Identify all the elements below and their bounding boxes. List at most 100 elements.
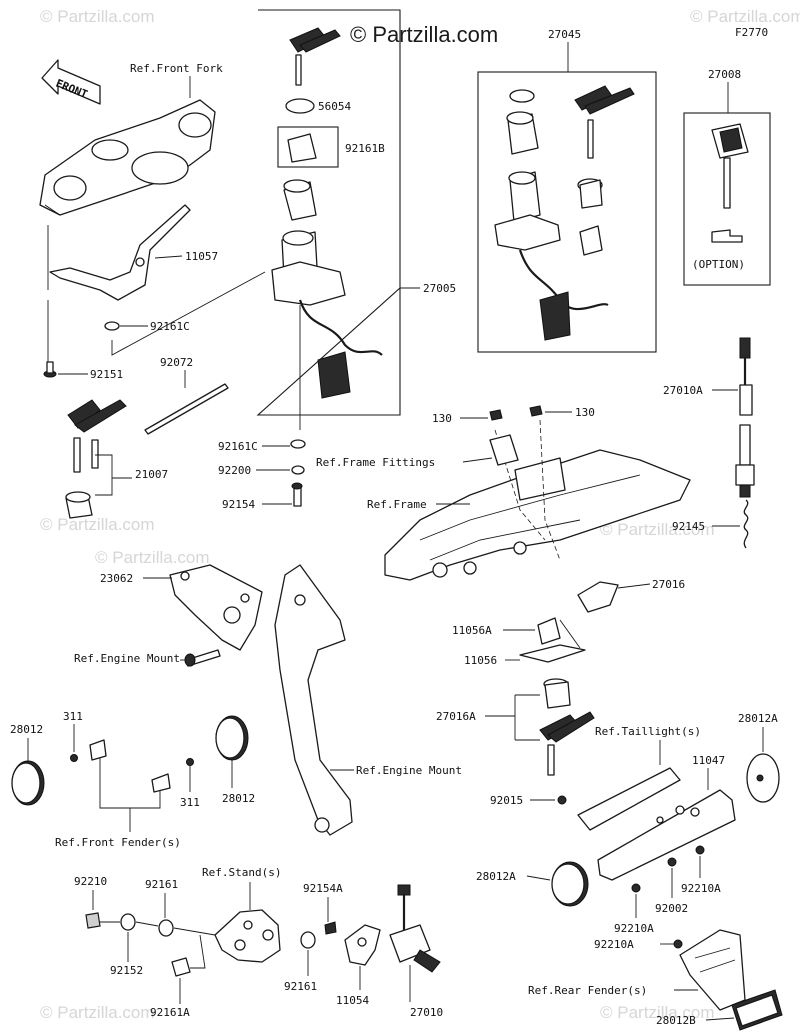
label-11056a: 11056A — [452, 624, 492, 637]
washer-92152 — [120, 913, 136, 931]
label-92072: 92072 — [160, 356, 193, 369]
watermark-text: © Partzilla.com — [40, 1003, 155, 1022]
nut-92210a — [631, 883, 641, 893]
label-130-right: 130 — [575, 406, 595, 419]
screw-92154a — [324, 921, 337, 935]
leader-line — [111, 271, 266, 356]
bolt-92151 — [43, 361, 57, 378]
leader-line — [179, 934, 206, 1004]
label-11054: 11054 — [336, 994, 369, 1007]
leader-line — [462, 457, 493, 463]
label-ref-front-fenders: Ref.Front Fender(s) — [55, 836, 181, 849]
label-92015: 92015 — [490, 794, 523, 807]
stud-front — [89, 739, 107, 761]
switch-11056 — [519, 617, 586, 663]
label-92145: 92145 — [672, 520, 705, 533]
label-ref-stands: Ref.Stand(s) — [202, 866, 281, 879]
stud-rear — [151, 773, 171, 793]
label-27016a: 27016A — [436, 710, 476, 723]
reflector-28012-center — [215, 715, 249, 761]
label-option: (OPTION) — [692, 258, 745, 271]
label-92161c-mid: 92161C — [218, 440, 258, 453]
nut-311 — [186, 758, 194, 766]
nut-92210a — [673, 939, 683, 949]
washer-92161 — [158, 919, 174, 937]
label-27005: 27005 — [423, 282, 456, 295]
label-27045: 27045 — [548, 28, 581, 41]
bolts-130 — [489, 405, 543, 421]
label-ref-frame-fittings: Ref.Frame Fittings — [316, 456, 435, 469]
front-arrow-icon: FRONT — [41, 59, 101, 105]
label-92161a: 92161A — [150, 1006, 190, 1019]
engine-mount-arm — [274, 564, 353, 836]
label-28012-left: 28012 — [10, 723, 43, 736]
ignition-group-27005 — [256, 9, 420, 430]
label-27016: 27016 — [652, 578, 685, 591]
label-92210a-b: 92210A — [614, 922, 654, 935]
label-130-left: 130 — [432, 412, 452, 425]
leader-line — [100, 921, 216, 936]
label-21007: 21007 — [135, 468, 168, 481]
nut-92210 — [85, 912, 101, 929]
watermarks: © Partzilla.com © Partzilla.com © Partzi… — [40, 7, 800, 1022]
license-plate-bracket — [679, 929, 746, 1011]
watermark-text: © Partzilla.com — [600, 1003, 715, 1022]
label-92161c-top: 92161C — [150, 320, 190, 333]
label-28012a-right: 28012A — [738, 712, 778, 725]
washer-92161c — [104, 321, 120, 331]
figure-code: F2770 — [735, 26, 768, 39]
watermark-text: © Partzilla.com — [690, 7, 800, 26]
watermark-text: © Partzilla.com — [95, 548, 210, 567]
label-92154: 92154 — [222, 498, 255, 511]
label-27010a: 27010A — [663, 384, 703, 397]
leader-line — [617, 583, 651, 589]
label-ref-frame: Ref.Frame — [367, 498, 427, 511]
label-92152: 92152 — [110, 964, 143, 977]
label-ref-rear-fenders: Ref.Rear Fender(s) — [528, 984, 647, 997]
label-92161b: 92161B — [345, 142, 385, 155]
band-92072 — [144, 383, 229, 435]
leader-line — [99, 758, 161, 832]
fasteners-stack — [290, 439, 306, 507]
label-92151: 92151 — [90, 368, 123, 381]
leader-line — [256, 445, 292, 505]
label-ref-front-fork: Ref.Front Fork — [130, 62, 223, 75]
bolt-engine-mount — [184, 649, 221, 667]
nut-311 — [70, 754, 78, 762]
label-ref-taillights: Ref.Taillight(s) — [595, 725, 701, 738]
bracket-27016 — [577, 581, 619, 613]
washer-92161-bottom — [300, 931, 316, 949]
label-23062: 23062 — [100, 572, 133, 585]
label-ref-engine-mount-left: Ref.Engine Mount — [74, 652, 180, 665]
label-311-bottom: 311 — [180, 796, 200, 809]
label-92210: 92210 — [74, 875, 107, 888]
collar-92161a — [171, 957, 191, 977]
label-ref-engine-mount-center: Ref.Engine Mount — [356, 764, 462, 777]
nut-92015 — [557, 795, 567, 805]
label-28012a-left: 28012A — [476, 870, 516, 883]
stand-bracket — [214, 909, 281, 963]
bracket-11057 — [49, 204, 191, 301]
label-92161-top: 92161 — [145, 878, 178, 891]
key-set-21007 — [65, 399, 127, 519]
label-92161-bottom: 92161 — [284, 980, 317, 993]
label-92200: 92200 — [218, 464, 251, 477]
label-11056: 11056 — [464, 654, 497, 667]
option-key-27008 — [683, 82, 771, 286]
switch-27010a — [735, 337, 755, 549]
key-set-27016a — [539, 678, 595, 776]
leader-line — [95, 454, 132, 496]
label-92210a-a: 92210A — [681, 882, 721, 895]
side-stand-switch-27010 — [389, 884, 441, 973]
reflector-28012b — [731, 989, 783, 1031]
watermark-text: © Partzilla.com — [600, 520, 715, 539]
leader-line — [460, 411, 572, 419]
nut-92210a — [695, 845, 705, 855]
label-92210a-c: 92210A — [594, 938, 634, 951]
label-28012-center: 28012 — [222, 792, 255, 805]
watermark-text: © Partzilla.com — [40, 7, 155, 26]
label-92002: 92002 — [655, 902, 688, 915]
bracket-23062 — [169, 564, 263, 651]
